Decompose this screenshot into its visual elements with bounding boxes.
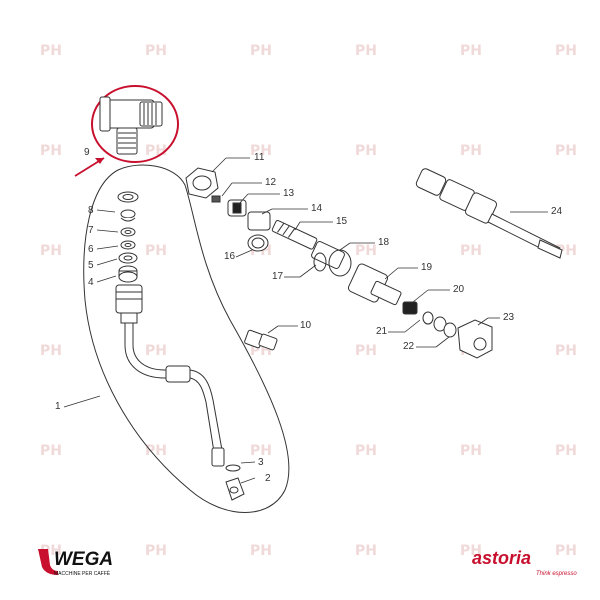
- watermark-mark: PH: [355, 43, 377, 59]
- callout-12: 12: [265, 177, 277, 188]
- callout-9: 9: [84, 147, 90, 158]
- watermark-mark: PH: [145, 443, 167, 459]
- watermark-mark: PH: [40, 243, 62, 259]
- watermark-mark: PH: [460, 443, 482, 459]
- callout-6: 6: [88, 244, 94, 255]
- part-9-t-fitting: [99, 96, 163, 155]
- watermark-mark: PH: [555, 343, 577, 359]
- highlight-circle: [91, 85, 179, 163]
- watermark-mark: PH: [355, 543, 377, 559]
- callout-15: 15: [336, 216, 348, 227]
- callout-8: 8: [88, 205, 94, 216]
- watermark-mark: PH: [145, 543, 167, 559]
- parts-2-3: [225, 464, 245, 501]
- parts-12-13: [211, 195, 247, 217]
- callout-14: 14: [311, 203, 323, 214]
- part-23-cap-nut: [457, 319, 493, 359]
- callout-20: 20: [453, 284, 465, 295]
- part-1-pipe-assembly: [115, 284, 225, 467]
- watermark-mark: PH: [40, 43, 62, 59]
- astoria-logo-mark: astoria Think espresso: [472, 548, 577, 577]
- wega-logo-mark: WEGA MACCHINE PER CAFFÈ: [38, 549, 113, 577]
- watermark-mark: PH: [145, 343, 167, 359]
- callout-10: 10: [300, 320, 312, 331]
- watermark-mark: PH: [250, 143, 272, 159]
- svg-text:WEGA: WEGA: [54, 549, 113, 570]
- highlight-arrow-head: [95, 158, 104, 164]
- callout-21: 21: [376, 326, 388, 337]
- watermark-mark: PH: [460, 243, 482, 259]
- callout-19: 19: [421, 262, 433, 273]
- watermark-mark: PH: [460, 143, 482, 159]
- watermark-mark: PH: [250, 43, 272, 59]
- callout-1: 1: [55, 401, 61, 412]
- callout-22: 22: [403, 341, 415, 352]
- washer-stack: [117, 191, 139, 283]
- astoria-logo: astoria Think espresso: [470, 546, 582, 585]
- group-outline-part-1: [83, 164, 290, 513]
- part-10-connector: [244, 329, 278, 351]
- part-19-valve-body: [347, 263, 402, 306]
- callout-4: 4: [88, 277, 94, 288]
- watermark-mark: PH: [40, 343, 62, 359]
- part-15-spindle: [271, 219, 345, 270]
- callout-24: 24: [551, 206, 563, 217]
- callout-2: 2: [265, 473, 271, 484]
- parts-14-16: [247, 211, 271, 252]
- watermark-mark: PH: [555, 43, 577, 59]
- watermark-mark: PH: [40, 143, 62, 159]
- svg-text:MACCHINE PER CAFFÈ: MACCHINE PER CAFFÈ: [54, 570, 111, 577]
- watermark-mark: PH: [555, 443, 577, 459]
- watermark-mark: PH: [555, 143, 577, 159]
- watermark-grid: PH PH PH PH PH PH PH PH PH PH PH PH PH PH PH PH PH PH PH PH…: [40, 43, 577, 559]
- callout-7: 7: [88, 225, 94, 236]
- svg-text:Think espresso: Think espresso: [536, 571, 577, 577]
- leader-lines: [63, 157, 548, 484]
- watermark-mark: PH: [355, 343, 377, 359]
- watermark-mark: PH: [555, 543, 577, 559]
- callout-16: 16: [224, 251, 236, 262]
- watermark-mark: PH: [40, 443, 62, 459]
- callout-11: 11: [254, 152, 265, 163]
- watermark-mark: PH: [460, 543, 482, 559]
- watermark-mark: PH: [355, 443, 377, 459]
- watermark-mark: PH: [145, 43, 167, 59]
- parts-20-22: [402, 301, 457, 338]
- part-24-steam-tube: [415, 168, 563, 259]
- callout-23: 23: [503, 312, 515, 323]
- callout-13: 13: [283, 188, 295, 199]
- wega-logo: WEGA MACCHINE PER CAFFÈ: [36, 545, 126, 586]
- watermark-mark: PH: [250, 443, 272, 459]
- watermark-mark: PH: [355, 243, 377, 259]
- part-11-nut: [185, 167, 219, 199]
- watermark-mark: PH: [460, 43, 482, 59]
- callout-5: 5: [88, 260, 94, 271]
- watermark-mark: PH: [250, 543, 272, 559]
- callout-18: 18: [378, 237, 390, 248]
- watermark-mark: PH: [145, 243, 167, 259]
- watermark-mark: PH: [355, 143, 377, 159]
- callout-3: 3: [258, 457, 264, 468]
- callout-17: 17: [272, 271, 284, 282]
- svg-text:astoria: astoria: [472, 548, 531, 568]
